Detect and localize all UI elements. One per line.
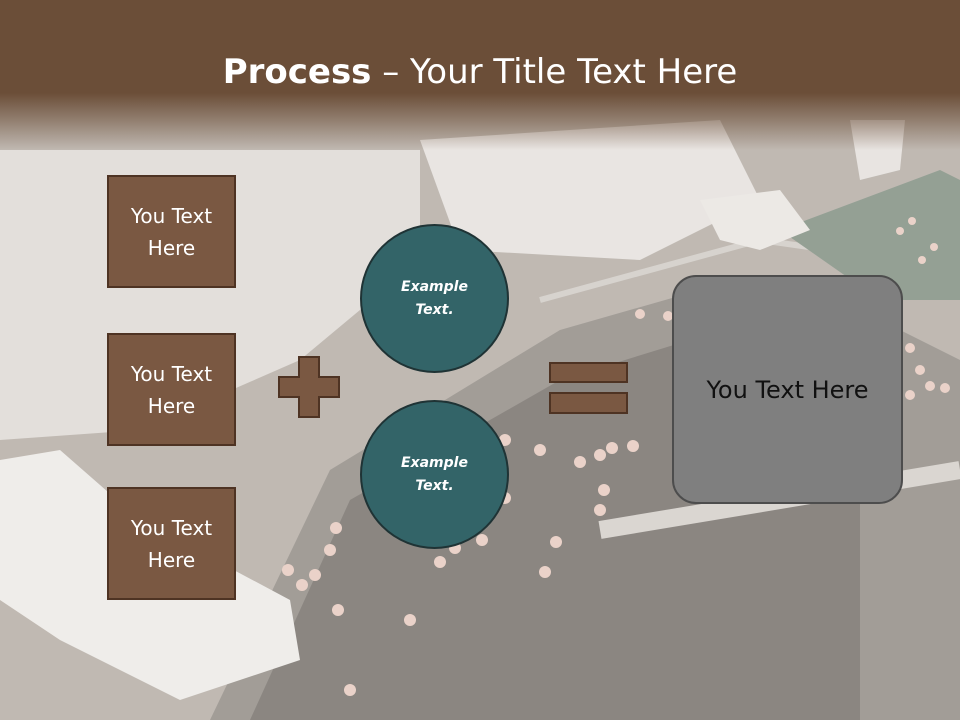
input-box-3[interactable]: You Text Here <box>107 487 236 600</box>
title-rest: – Your Title Text Here <box>371 52 738 92</box>
input-box-2[interactable]: You Text Here <box>107 333 236 446</box>
title-bold: Process <box>222 52 372 92</box>
slide-title: Process – Your Title Text Here <box>0 52 960 92</box>
title-bar <box>0 0 960 150</box>
operand-circle-1[interactable]: Example Text. <box>360 224 509 373</box>
result-box[interactable]: You Text Here <box>672 275 903 504</box>
plus-icon <box>278 356 340 418</box>
equals-icon <box>549 362 628 414</box>
input-box-1[interactable]: You Text Here <box>107 175 236 288</box>
operand-circle-2[interactable]: Example Text. <box>360 400 509 549</box>
